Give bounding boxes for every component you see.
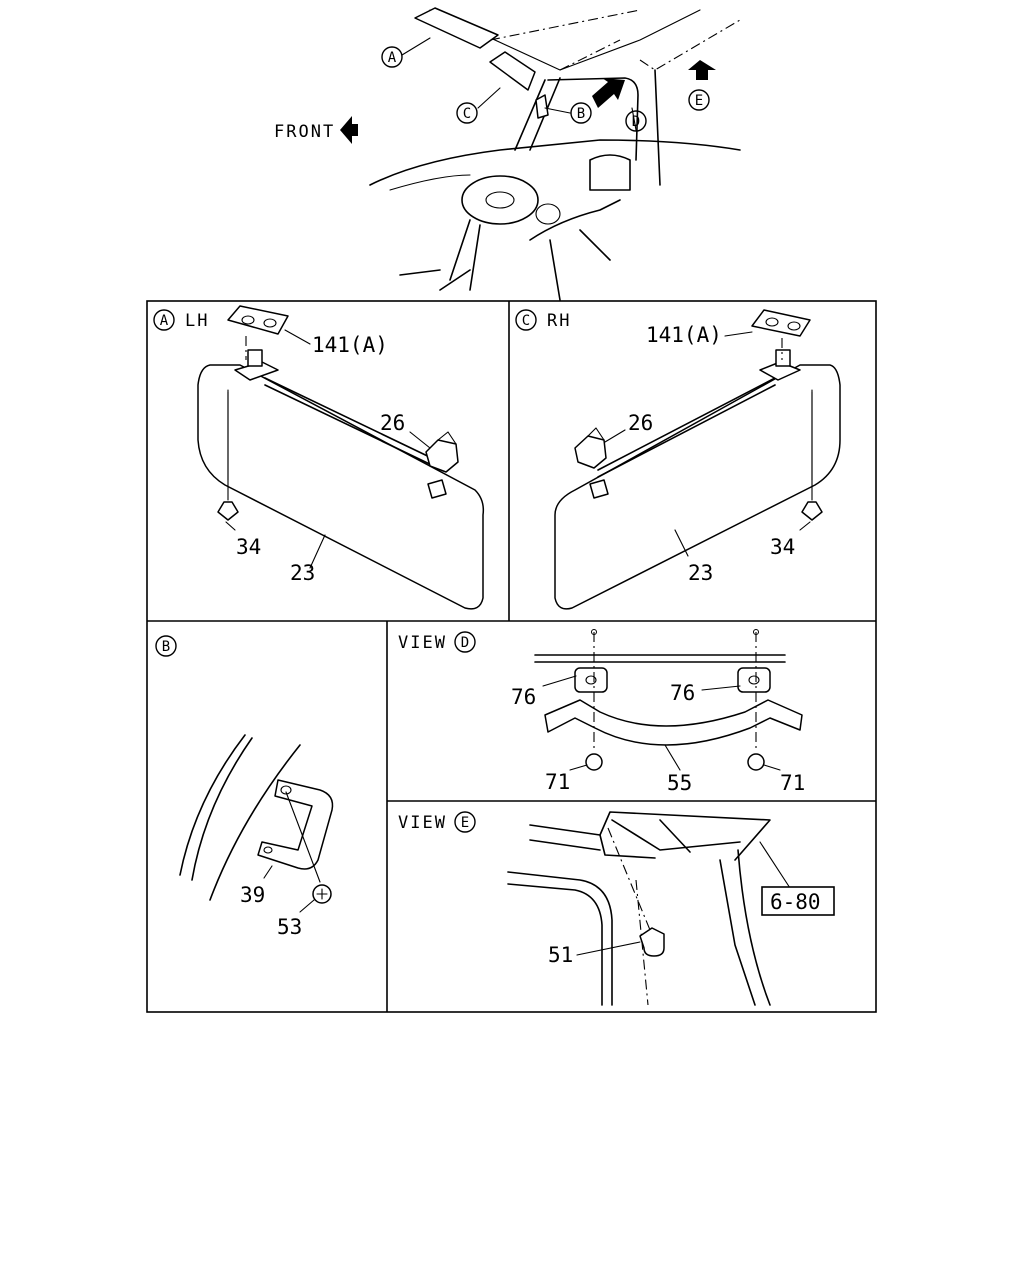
svg-text:A: A (160, 313, 169, 329)
svg-text:55: 55 (667, 771, 692, 795)
cover-141-rh (751, 309, 811, 337)
front-arrow (340, 116, 358, 144)
screw-34-lh (217, 501, 239, 521)
clip-51 (639, 927, 665, 957)
svg-text:34: 34 (770, 535, 795, 559)
svg-text:141(A): 141(A) (312, 333, 388, 357)
svg-text:34: 34 (236, 535, 261, 559)
panel-a-title: LH (185, 311, 209, 331)
panel-c-title: RH (547, 311, 571, 331)
panel-e: VIEW E 51 6-80 (398, 811, 835, 1006)
cap-76-right (737, 667, 771, 693)
svg-text:B: B (577, 106, 585, 122)
svg-text:71: 71 (780, 771, 805, 795)
svg-text:D: D (632, 114, 640, 130)
screw-71-left (585, 753, 603, 771)
sun-visor-lh (197, 364, 485, 610)
panel-d: VIEW D 76 76 71 71 55 (398, 629, 805, 795)
svg-text:6-80: 6-80 (770, 890, 821, 914)
svg-text:26: 26 (380, 411, 405, 435)
svg-text:23: 23 (290, 561, 315, 585)
view-d-arrow (592, 78, 625, 108)
svg-text:B: B (162, 639, 170, 655)
panel-a-lh: A LH 141(A) 26 34 23 (153, 305, 485, 610)
cap-76-left (574, 667, 608, 693)
cab-overview (340, 7, 741, 301)
callout-b: B (570, 102, 592, 124)
screw-34-rh (801, 501, 823, 521)
grab-handle-55 (544, 699, 803, 746)
panel-b: B 39 53 (155, 635, 334, 939)
steering-wheel (461, 175, 539, 225)
svg-text:76: 76 (511, 685, 536, 709)
sun-visor-rh-outline (489, 51, 536, 91)
svg-text:39: 39 (240, 883, 265, 907)
svg-text:53: 53 (277, 915, 302, 939)
front-label: FRONT (274, 122, 335, 142)
svg-text:A: A (388, 50, 397, 66)
svg-text:26: 26 (628, 411, 653, 435)
reference-box-6-80 (761, 886, 835, 916)
panel-c-rh: C RH 141(A) 26 34 23 (515, 309, 841, 610)
grab-handle-overview (535, 94, 549, 119)
svg-text:76: 76 (670, 681, 695, 705)
callout-c: C (456, 102, 478, 124)
holder-26-rh (574, 435, 607, 469)
sun-visor-rh (554, 364, 841, 610)
view-e-arrow (688, 60, 716, 80)
bracket-39 (257, 779, 334, 870)
callout-e: E (688, 89, 710, 111)
screw-71-right (747, 753, 765, 771)
svg-text:C: C (522, 313, 530, 329)
svg-text:71: 71 (545, 770, 570, 794)
svg-text:E: E (695, 93, 703, 109)
svg-text:D: D (461, 635, 469, 651)
sun-visor-lh-outline (414, 7, 499, 49)
cover-141-lh (227, 305, 289, 335)
svg-text:C: C (463, 106, 471, 122)
svg-text:VIEW: VIEW (398, 813, 447, 833)
svg-text:E: E (461, 815, 469, 831)
svg-text:51: 51 (548, 943, 573, 967)
svg-text:VIEW: VIEW (398, 633, 447, 653)
callout-a: A (381, 46, 403, 68)
svg-text:23: 23 (688, 561, 713, 585)
panel-grid-frame (146, 300, 877, 1013)
callout-d: D (625, 110, 647, 132)
svg-text:141(A): 141(A) (646, 323, 722, 347)
